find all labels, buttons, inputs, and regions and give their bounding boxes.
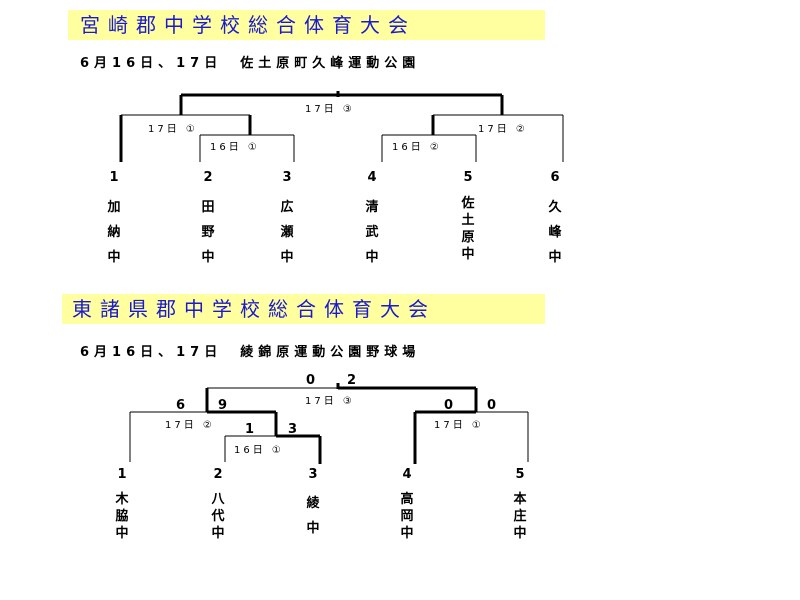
- t1-team-5-name: 佐土原中: [461, 196, 475, 262]
- t1-team-6-seed: 6: [550, 170, 560, 185]
- t2-semi-right-score-a: 0: [444, 398, 454, 413]
- t2-team-4-seed: 4: [402, 467, 412, 482]
- t2-semi-right-score-b: 0: [487, 398, 497, 413]
- t2-final-left-score: 0: [306, 373, 316, 388]
- t1-team-2-name: 田野中: [201, 200, 215, 265]
- t2-final-right-score: 2: [347, 373, 357, 388]
- t2-semi-left-score-b: 9: [218, 398, 228, 413]
- t1-team-4-seed: 4: [367, 170, 377, 185]
- t1-qf-left-round: 16日 ①: [210, 142, 260, 153]
- t2-team-3-name: 綾中: [306, 496, 320, 536]
- tournament-2-title: 東諸県郡中学校総合体育大会: [62, 294, 545, 324]
- t2-semi-left-round: 17日 ②: [165, 420, 215, 431]
- t2-team-1-name: 木脇中: [115, 492, 129, 541]
- t1-team-3-seed: 3: [282, 170, 292, 185]
- tournament-1-info: 6月16日、17日 佐土原町久峰運動公園: [80, 56, 421, 71]
- t1-semi-left-round: 17日 ①: [148, 124, 198, 135]
- t2-final-round: 17日 ③: [305, 396, 355, 407]
- t1-final-round: 17日 ③: [305, 104, 355, 115]
- t1-team-3-name: 広瀬中: [280, 200, 294, 265]
- t1-team-1-seed: 1: [109, 170, 119, 185]
- t2-team-5-seed: 5: [515, 467, 525, 482]
- t1-qf-right-round: 16日 ②: [392, 142, 442, 153]
- t2-team-4-name: 高岡中: [400, 492, 414, 541]
- t2-qf-round: 16日 ①: [234, 445, 284, 456]
- tournament-1-title: 宮崎郡中学校総合体育大会: [68, 10, 545, 40]
- t1-semi-right-round: 17日 ②: [478, 124, 528, 135]
- t2-qf-score-a: 1: [245, 422, 255, 437]
- t2-team-3-seed: 3: [308, 467, 318, 482]
- tournament-2-info: 6月16日、17日 綾錦原運動公園野球場: [80, 345, 421, 360]
- t2-team-1-seed: 1: [117, 467, 127, 482]
- t1-team-5-seed: 5: [463, 170, 473, 185]
- t1-team-2-seed: 2: [203, 170, 213, 185]
- t2-team-2-seed: 2: [213, 467, 223, 482]
- t2-qf-score-b: 3: [288, 422, 298, 437]
- t2-team-2-name: 八代中: [211, 492, 225, 541]
- t2-semi-left-score-a: 6: [176, 398, 186, 413]
- t2-team-5-name: 本庄中: [513, 492, 527, 541]
- t1-team-4-name: 清武中: [365, 200, 379, 265]
- t1-team-6-name: 久峰中: [548, 200, 562, 265]
- t1-team-1-name: 加納中: [107, 200, 121, 265]
- t2-semi-right-round: 17日 ①: [434, 420, 484, 431]
